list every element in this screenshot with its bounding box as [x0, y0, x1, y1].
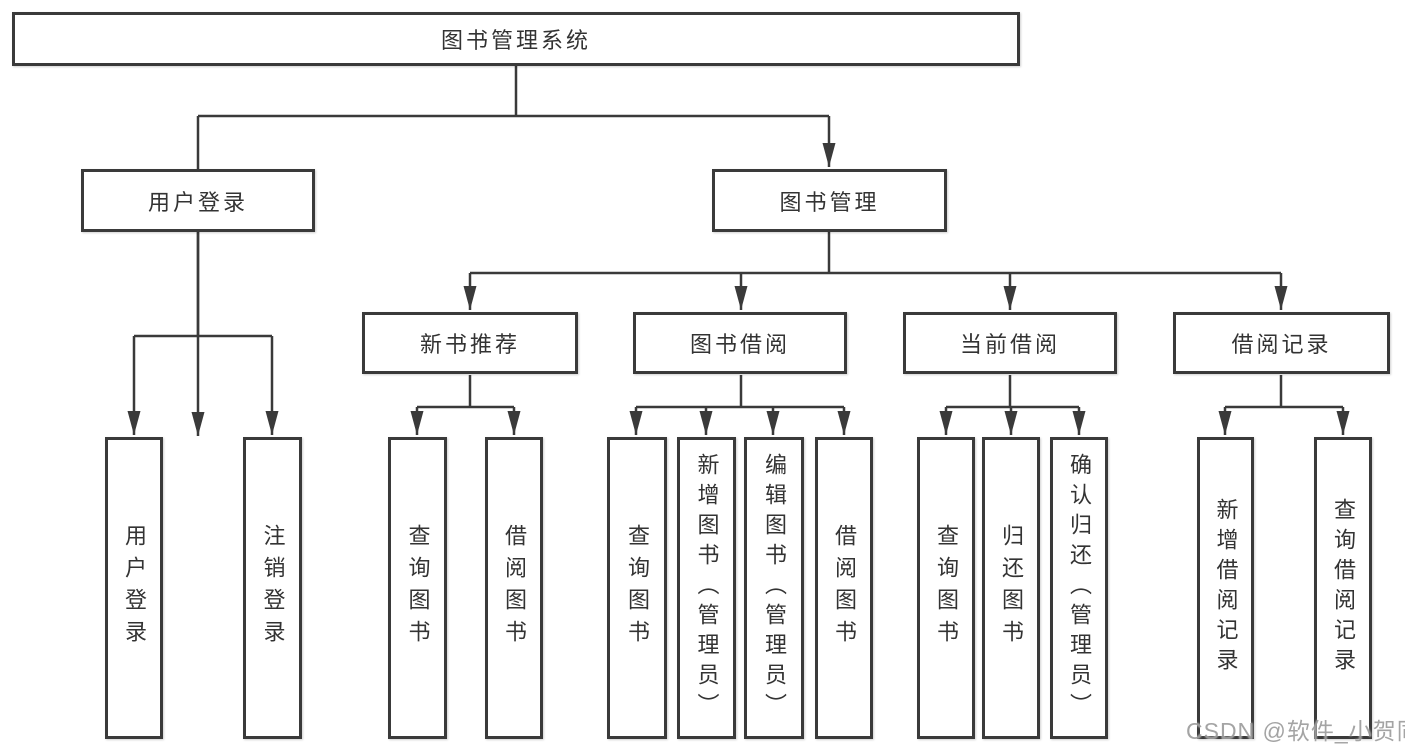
node-user-login: 用户登录	[81, 169, 315, 232]
node-root-system: 图书管理系统	[12, 12, 1020, 66]
node-new-book-recommend: 新书推荐	[362, 312, 578, 374]
leaf-user-login: 用户登录	[105, 437, 163, 739]
leaf-logout: 注销登录	[243, 437, 302, 739]
leaf-return-books: 归还图书	[982, 437, 1040, 739]
leaf-query-books-borrow: 查询图书	[607, 437, 667, 739]
node-book-borrow: 图书借阅	[633, 312, 847, 374]
leaf-borrow-books-recommend: 借阅图书	[485, 437, 543, 739]
leaf-confirm-return-admin: 确认归还（管理员）	[1050, 437, 1108, 739]
leaf-borrow-books: 借阅图书	[815, 437, 873, 739]
leaf-add-borrow-record: 新增借阅记录	[1197, 437, 1254, 739]
node-borrow-records: 借阅记录	[1173, 312, 1390, 374]
leaf-query-borrow-record: 查询借阅记录	[1314, 437, 1372, 739]
leaf-query-books-current: 查询图书	[917, 437, 975, 739]
leaf-add-books-admin: 新增图书（管理员）	[677, 437, 736, 739]
csdn-watermark: CSDN @软件_小贺同学	[1186, 718, 1405, 744]
node-book-management: 图书管理	[712, 169, 947, 232]
node-current-borrow: 当前借阅	[903, 312, 1117, 374]
leaf-edit-books-admin: 编辑图书（管理员）	[744, 437, 804, 739]
leaf-query-books-recommend: 查询图书	[388, 437, 447, 739]
